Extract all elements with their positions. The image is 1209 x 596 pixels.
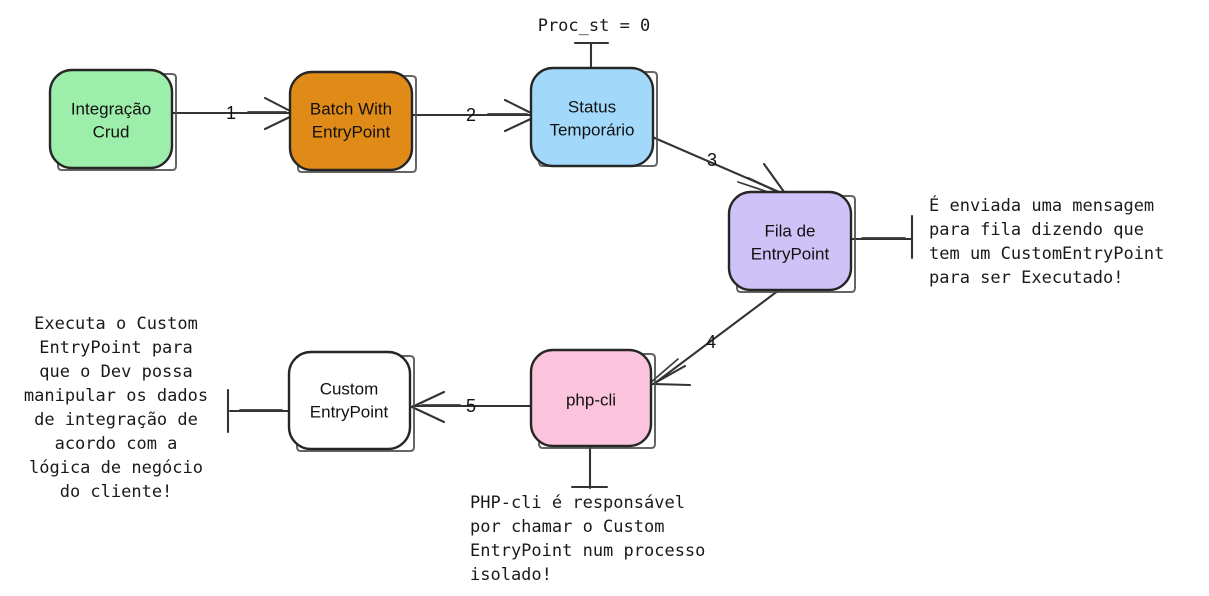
edge-label-1: 1 <box>226 103 236 123</box>
php-cli-note-leader <box>570 444 609 490</box>
annotation-custom-entrypoint-line-1: EntryPoint para <box>39 338 193 358</box>
node-custom-entrypoint[interactable]: Custom EntryPoint <box>287 350 415 452</box>
annotation-php-cli-line-1: por chamar o Custom <box>470 517 664 537</box>
edge-3-connector <box>648 134 789 198</box>
annotation-fila-message: É enviada uma mensagem para fila dizendo… <box>929 194 1164 288</box>
annotation-fila-message-line-3: para ser Executado! <box>929 268 1123 288</box>
node-integracao-crud[interactable]: Integração Crud <box>48 68 177 171</box>
node-label-custom-entrypoint-line1: Custom <box>320 379 379 398</box>
annotation-php-cli-line-3: isolado! <box>470 565 552 585</box>
node-php-cli[interactable]: php-cli <box>529 348 656 449</box>
edge-labels: 1 2 3 4 5 <box>226 103 717 416</box>
annotation-fila-message-line-2: tem um CustomEntryPoint <box>929 244 1164 264</box>
node-label-fila-de-entrypoint-line2: EntryPoint <box>751 244 830 263</box>
node-label-status-temporario-line1: Status <box>568 97 616 116</box>
node-label-batch-with-entrypoint-line1: Batch With <box>310 99 392 118</box>
edge-5-connector <box>410 390 533 424</box>
annotation-php-cli-line-0: PHP-cli é responsável <box>470 493 685 513</box>
node-fila-de-entrypoint[interactable]: Fila de EntryPoint <box>727 190 856 293</box>
node-status-temporario[interactable]: Status Temporário <box>529 66 658 168</box>
node-label-php-cli: php-cli <box>566 390 616 409</box>
annotation-php-cli: PHP-cli é responsável por chamar o Custo… <box>470 493 705 585</box>
custom-entrypoint-note-leader <box>226 388 291 434</box>
annotation-php-cli-line-2: EntryPoint num processo <box>470 541 705 561</box>
edge-label-5: 5 <box>466 396 476 416</box>
fila-note-leader <box>849 214 914 260</box>
node-label-batch-with-entrypoint-line2: EntryPoint <box>312 122 391 141</box>
annotation-fila-message-line-0: É enviada uma mensagem <box>929 194 1154 216</box>
node-label-status-temporario-line2: Temporário <box>549 120 634 139</box>
annotation-custom-entrypoint-line-6: lógica de negócio <box>29 458 203 478</box>
annotation-proc-st-line-0: Proc_st = 0 <box>538 16 651 36</box>
node-label-integracao-crud-line1: Integração <box>71 99 151 118</box>
node-label-integracao-crud-line2: Crud <box>93 122 130 141</box>
annotation-custom-entrypoint-line-5: acordo com a <box>55 434 178 454</box>
annotation-custom-entrypoint-line-0: Executa o Custom <box>34 314 198 334</box>
annotation-custom-entrypoint-line-7: do cliente! <box>60 482 173 502</box>
node-label-custom-entrypoint-line2: EntryPoint <box>310 402 389 421</box>
annotation-custom-entrypoint-line-4: de integração de <box>34 410 198 430</box>
annotation-custom-entrypoint: Executa o Custom EntryPoint para que o D… <box>24 314 208 502</box>
node-label-fila-de-entrypoint-line1: Fila de <box>764 221 815 240</box>
node-batch-with-entrypoint[interactable]: Batch With EntryPoint <box>288 70 417 173</box>
annotation-custom-entrypoint-line-2: que o Dev possa <box>39 362 193 382</box>
annotation-proc-st: Proc_st = 0 <box>538 16 651 36</box>
annotation-custom-entrypoint-line-3: manipular os dados <box>24 386 208 406</box>
annotation-fila-message-line-1: para fila dizendo que <box>929 220 1144 240</box>
edge-label-3: 3 <box>707 150 717 170</box>
edge-label-2: 2 <box>466 105 476 125</box>
edge-label-4: 4 <box>706 332 716 352</box>
